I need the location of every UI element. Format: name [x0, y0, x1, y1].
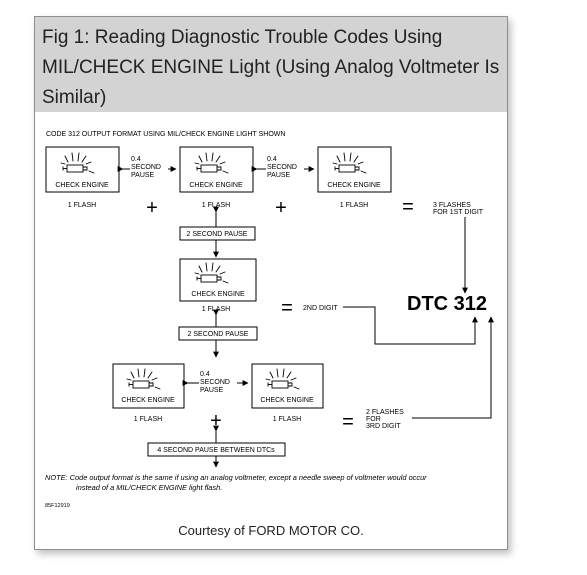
pause-2s-2: 2 SECOND PAUSE [178, 309, 258, 358]
plus-sign: + [275, 197, 287, 219]
digit3-arrow [412, 316, 494, 419]
svg-text:PAUSE: PAUSE [267, 172, 291, 179]
svg-text:0.4: 0.4 [131, 156, 141, 163]
figure-id: 85F12919 [45, 503, 70, 509]
pause-04-row1-b: 0.4 SECOND PAUSE [251, 154, 315, 181]
svg-text:SECOND: SECOND [131, 164, 161, 171]
svg-text:CHECK ENGINE: CHECK ENGINE [121, 397, 175, 404]
lamp-box-2: CHECK ENGINE [179, 146, 254, 193]
equals-sign: = [342, 411, 354, 433]
lamp-box-6: CHECK ENGINE [251, 363, 324, 409]
svg-text:2 SECOND PAUSE: 2 SECOND PAUSE [187, 231, 248, 238]
digit1-label: 3 FLASHES [433, 202, 471, 209]
figure-title: Fig 1: Reading Diagnostic Trouble Codes … [42, 27, 500, 108]
flash-label: 1 FLASH [134, 416, 162, 423]
flash-label: 1 FLASH [202, 306, 230, 313]
svg-text:CHECK ENGINE: CHECK ENGINE [327, 182, 381, 189]
flash-label: 1 FLASH [340, 202, 368, 209]
lamp-box-5: CHECK ENGINE [112, 363, 185, 409]
pause-2s-1: 2 SECOND PAUSE [179, 206, 256, 258]
courtesy-credit: Courtesy of FORD MOTOR CO. [178, 523, 364, 538]
svg-text:SECOND: SECOND [200, 379, 230, 386]
dtc-code: DTC 312 [407, 293, 487, 315]
diagram-note: NOTE: Code output format is the same if … [45, 473, 427, 482]
digit3-label: 2 FLASHES [366, 409, 404, 416]
diagram-note: instead of a MIL/CHECK ENGINE light flas… [76, 483, 222, 492]
pause-04-row3: 0.4 SECOND PAUSE [182, 369, 249, 397]
plus-sign: + [210, 410, 222, 432]
lamp-box-4: CHECK ENGINE [179, 258, 257, 302]
dtc-flash-diagram: CODE 312 OUTPUT FORMAT USING MIL/CHECK E… [45, 131, 494, 509]
digit3-label: FOR [366, 416, 381, 423]
figure-card: Fig 1: Reading Diagnostic Trouble Codes … [34, 16, 508, 550]
svg-text:SECOND: SECOND [267, 164, 297, 171]
pause-04-row1-a: 0.4 SECOND PAUSE [117, 154, 177, 181]
svg-text:0.4: 0.4 [200, 371, 210, 378]
equals-sign: = [281, 297, 293, 319]
equals-sign: = [402, 196, 414, 218]
svg-text:CHECK ENGINE: CHECK ENGINE [260, 397, 314, 404]
flash-label: 1 FLASH [273, 416, 301, 423]
diagram-header: CODE 312 OUTPUT FORMAT USING MIL/CHECK E… [46, 131, 285, 138]
svg-text:2 SECOND PAUSE: 2 SECOND PAUSE [188, 331, 249, 338]
svg-text:CHECK ENGINE: CHECK ENGINE [191, 291, 245, 298]
digit1-label: FOR 1ST DIGIT [433, 209, 484, 216]
plus-sign: + [146, 197, 158, 219]
digit2-arrow [343, 306, 478, 345]
digit3-label: 3RD DIGIT [366, 423, 401, 430]
svg-text:PAUSE: PAUSE [200, 387, 224, 394]
lamp-box-1: CHECK ENGINE [45, 146, 120, 193]
lamp-box-3: CHECK ENGINE [317, 146, 392, 193]
svg-text:CHECK ENGINE: CHECK ENGINE [55, 182, 109, 189]
svg-text:4 SECOND PAUSE BETWEEN DTCs: 4 SECOND PAUSE BETWEEN DTCs [157, 447, 275, 454]
svg-text:0.4: 0.4 [267, 156, 277, 163]
flash-label: 1 FLASH [68, 202, 96, 209]
flash-label: 1 FLASH [202, 202, 230, 209]
svg-text:PAUSE: PAUSE [131, 172, 155, 179]
digit2-label: 2ND DIGIT [303, 305, 338, 312]
svg-text:CHECK ENGINE: CHECK ENGINE [189, 182, 243, 189]
title-bar: Fig 1: Reading Diagnostic Trouble Codes … [35, 17, 507, 112]
pause-4s: 4 SECOND PAUSE BETWEEN DTCs [147, 425, 286, 468]
